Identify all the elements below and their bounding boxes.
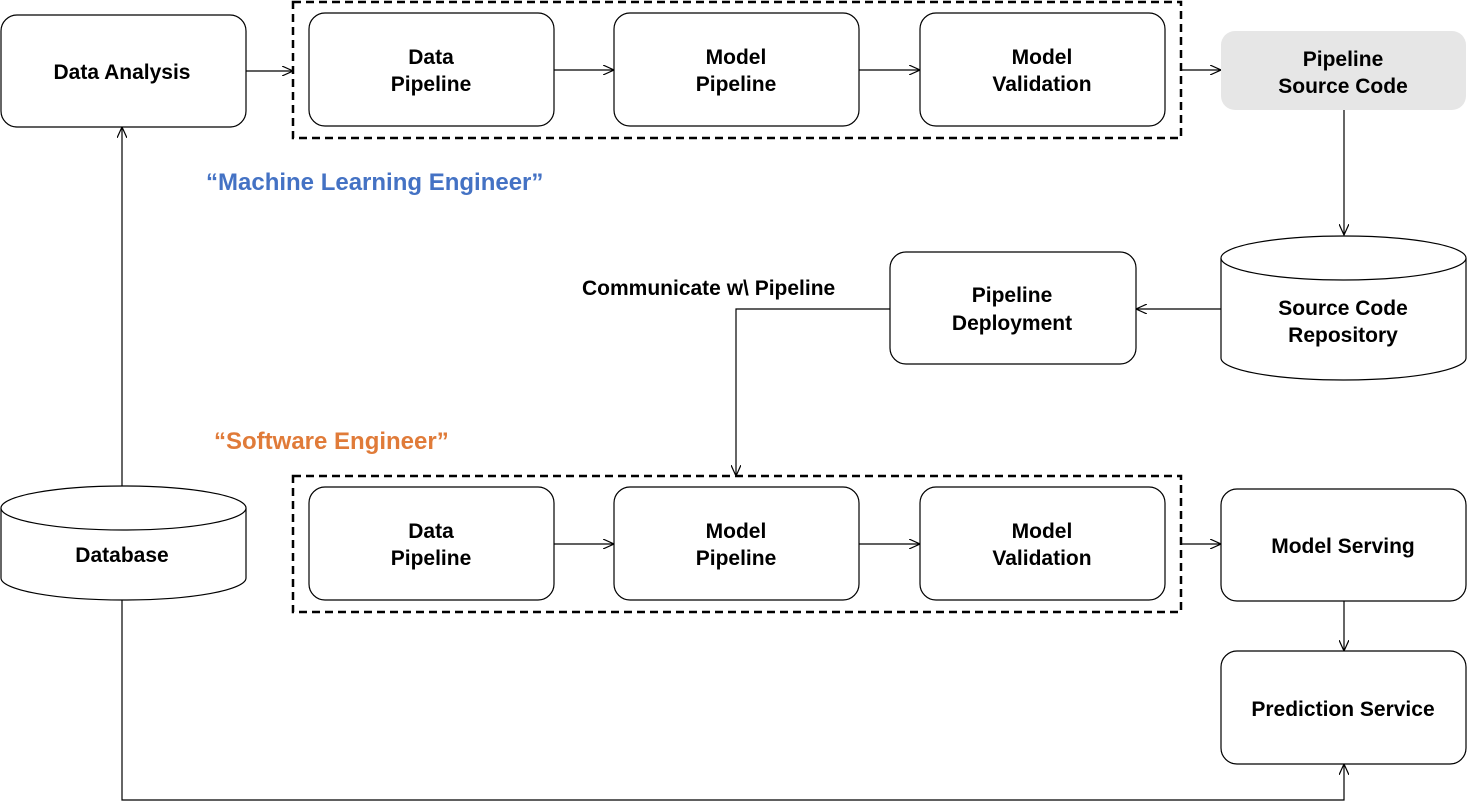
pipeline-source-code-label-2: Source Code [1278, 75, 1408, 98]
ml-engineer-label: “Machine Learning Engineer” [206, 169, 543, 196]
communicate-edge-label: Communicate w\ Pipeline [582, 277, 835, 300]
pipeline-deployment-node: Pipeline Deployment [889, 251, 1137, 365]
source-code-repository-label-2: Repository [1288, 324, 1398, 347]
prediction-service-label: Prediction Service [1251, 698, 1434, 721]
se-data-pipeline-label-2: Pipeline [391, 547, 472, 570]
ml-data-pipeline-label-2: Pipeline [391, 73, 472, 96]
ml-model-validation-label-2: Validation [992, 73, 1091, 96]
se-model-validation-label-1: Model [1012, 520, 1073, 543]
software-engineer-label: “Software Engineer” [214, 428, 449, 455]
ml-data-pipeline-label-1: Data [408, 46, 454, 69]
source-code-repository-label-1: Source Code [1278, 297, 1408, 320]
se-model-pipeline-label-2: Pipeline [696, 547, 777, 570]
se-model-validation-label-2: Validation [992, 547, 1091, 570]
ml-model-validation-label-1: Model [1012, 46, 1073, 69]
prediction-service-node: Prediction Service [1220, 650, 1467, 765]
se-model-validation-node: Model Validation [919, 486, 1166, 601]
ml-data-pipeline-node: Data Pipeline [308, 12, 555, 127]
data-analysis-node: Data Analysis [0, 14, 247, 128]
database-node: Database [0, 485, 247, 601]
se-data-pipeline-node: Data Pipeline [308, 486, 555, 601]
edge-database-to-prediction [121, 600, 1344, 801]
se-data-pipeline-label-1: Data [408, 520, 454, 543]
pipeline-deployment-label-2: Deployment [952, 312, 1072, 335]
edge-deployment-to-se-group [736, 308, 890, 476]
pipeline-deployment-label-1: Pipeline [972, 284, 1053, 307]
model-serving-label: Model Serving [1271, 535, 1415, 558]
se-model-pipeline-label-1: Model [706, 520, 767, 543]
ml-model-pipeline-label-1: Model [706, 46, 767, 69]
data-analysis-label: Data Analysis [54, 61, 191, 84]
pipeline-source-code-node: Pipeline Source Code [1221, 31, 1466, 110]
source-code-repository-node: Source Code Repository [1220, 235, 1467, 381]
ml-model-pipeline-label-2: Pipeline [696, 73, 777, 96]
ml-model-validation-node: Model Validation [919, 12, 1166, 127]
se-model-pipeline-node: Model Pipeline [613, 486, 860, 601]
pipeline-source-code-label-1: Pipeline [1303, 48, 1384, 71]
ml-model-pipeline-node: Model Pipeline [613, 12, 860, 127]
model-serving-node: Model Serving [1220, 488, 1467, 602]
database-label: Database [75, 544, 168, 567]
edges [121, 70, 1344, 801]
